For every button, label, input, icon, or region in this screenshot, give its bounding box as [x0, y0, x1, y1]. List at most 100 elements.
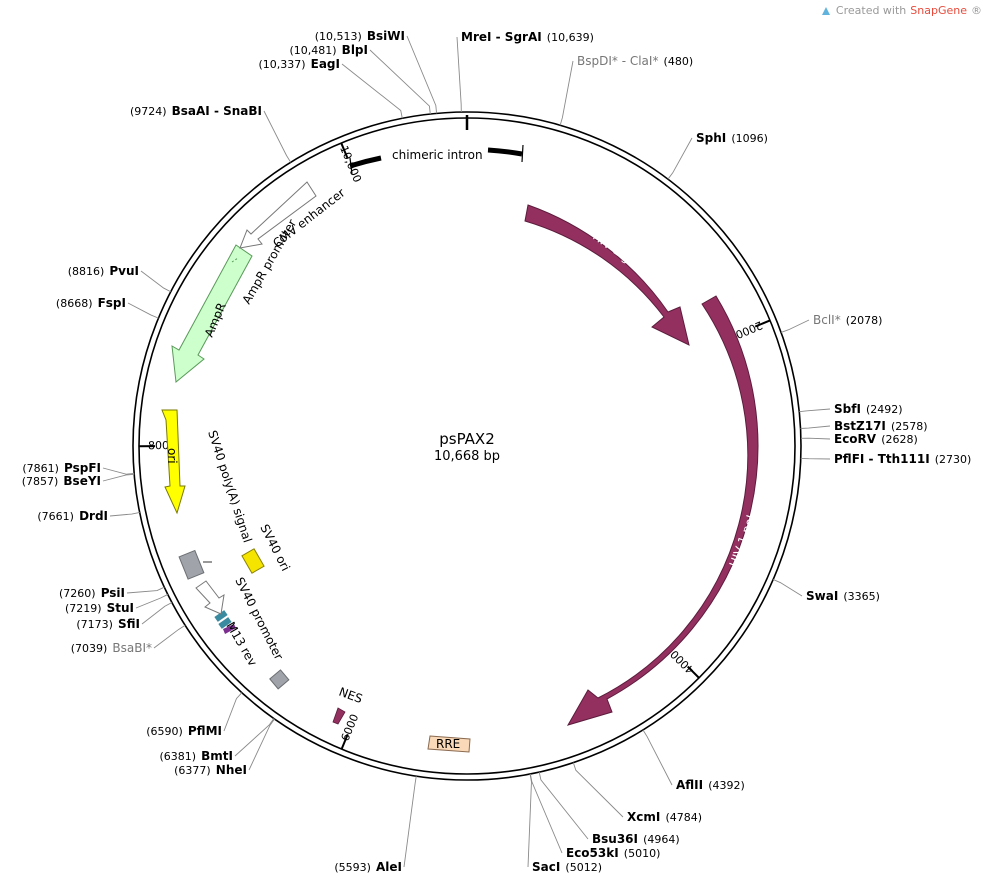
- site-alei[interactable]: (5593) AleI: [334, 856, 402, 875]
- tick-mark: [754, 319, 771, 328]
- site-label: (7219) StuI: [65, 597, 134, 616]
- site-position: (8816): [68, 265, 105, 278]
- site-pflmi[interactable]: (6590) PflMI: [146, 720, 222, 739]
- site-position: (10,337): [258, 58, 305, 71]
- site-bsabi-[interactable]: (7039) BsaBI*: [71, 637, 152, 656]
- feature-hiv1-pol[interactable]: HIV-1 pol: [566, 295, 759, 726]
- site-leader-line: [800, 437, 831, 440]
- site-psii[interactable]: (7260) PsiI: [59, 582, 125, 601]
- site-leader-line: [403, 776, 417, 868]
- site-position: (2730): [935, 453, 972, 466]
- site-label: SbfI (2492): [834, 398, 903, 417]
- site-name: BsaBI*: [112, 641, 152, 655]
- site-name: BsiWI: [367, 29, 405, 43]
- site-nhei[interactable]: (6377) NheI: [174, 759, 247, 778]
- site-position: (6590): [146, 725, 183, 738]
- feature-hiv1-gag[interactable]: HIV-1 gag: [524, 204, 690, 346]
- site-leader-line: [102, 467, 135, 475]
- site-sbfi[interactable]: SbfI (2492): [834, 398, 903, 417]
- site-leader-line: [572, 762, 624, 818]
- site-position: (10,481): [290, 44, 337, 57]
- site-label: EcoRV (2628): [834, 428, 918, 447]
- site-name: FspI: [98, 296, 126, 310]
- site-position: (6377): [174, 764, 211, 777]
- site-ecorv[interactable]: EcoRV (2628): [834, 428, 918, 447]
- site-bsaai-snabi[interactable]: (9724) BsaAI - SnaBI: [130, 100, 262, 119]
- site-label: (10,337) EagI: [258, 53, 340, 72]
- site-bspdi-clai-[interactable]: BspDI* - ClaI* (480): [577, 50, 693, 69]
- site-leader-line: [140, 270, 171, 293]
- site-position: (10,513): [315, 30, 362, 43]
- site-position: (4964): [643, 833, 680, 846]
- site-bsu36i[interactable]: Bsu36I (4964): [592, 828, 680, 847]
- site-drdi[interactable]: (7661) DrdI: [37, 505, 108, 524]
- site-saci[interactable]: SacI (5012): [532, 856, 602, 875]
- site-label: XcmI (4784): [627, 806, 702, 825]
- credit-brand: SnapGene: [910, 4, 967, 17]
- feature-ori[interactable]: ori: [161, 409, 186, 515]
- site-pvui[interactable]: (8816) PvuI: [68, 260, 139, 279]
- site-name: BclI*: [813, 313, 841, 327]
- snapgene-logo-icon: [821, 6, 830, 15]
- site-sphi[interactable]: SphI (1096): [696, 127, 768, 146]
- site-position: (7260): [59, 587, 96, 600]
- site-position: (7219): [65, 602, 102, 615]
- site-position: (7039): [71, 642, 108, 655]
- site-bstz17i[interactable]: BstZ17I (2578): [834, 415, 928, 434]
- site-name: MreI - SgrAI: [461, 30, 542, 44]
- site-leader-line: [127, 302, 159, 319]
- site-name: BseYI: [63, 474, 101, 488]
- site-swai[interactable]: SwaI (3365): [806, 585, 880, 604]
- site-position: (480): [664, 55, 694, 68]
- label-sv40-polya-signal: SV40 poly(A) signal: [205, 429, 255, 545]
- label-nes: NES: [337, 685, 365, 706]
- site-bsiwi[interactable]: (10,513) BsiWI: [315, 25, 405, 44]
- site-position: (1096): [731, 132, 768, 145]
- site-leader-line: [538, 772, 589, 840]
- site-leader-line: [780, 319, 810, 333]
- tick-label: 4000: [668, 647, 697, 676]
- site-bcli-[interactable]: BclI* (2078): [813, 309, 882, 328]
- site-position: (8668): [56, 297, 93, 310]
- feature-unlabeled-gray-box[interactable]: [269, 669, 290, 690]
- site-name: NheI: [216, 763, 247, 777]
- site-leader-line: [126, 586, 165, 594]
- site-leader-line: [341, 63, 403, 119]
- site-label: AflII (4392): [676, 774, 745, 793]
- site-fspi[interactable]: (8668) FspI: [56, 292, 126, 311]
- feature-rre[interactable]: RRE: [427, 735, 471, 753]
- backbone-outer-ring: [132, 111, 802, 781]
- site-label: (6590) PflMI: [146, 720, 222, 739]
- site-sfii[interactable]: (7173) SfiI: [76, 613, 140, 632]
- site-label: BclI* (2078): [813, 309, 882, 328]
- feature-chimeric-intron[interactable]: chimeric intron: [349, 144, 524, 175]
- site-pflfi-tth111i[interactable]: PflFI - Tth111I (2730): [834, 448, 971, 467]
- site-name: BlpI: [342, 43, 368, 57]
- site-name: AflII: [676, 778, 703, 792]
- label-ori: ori: [165, 448, 179, 464]
- site-leader-line: [642, 729, 673, 786]
- site-leader-line: [800, 457, 831, 460]
- site-position: (7173): [76, 618, 113, 631]
- site-name: XcmI: [627, 810, 660, 824]
- site-name: PsiI: [101, 586, 125, 600]
- site-stui[interactable]: (7219) StuI: [65, 597, 134, 616]
- site-aflii[interactable]: AflII (4392): [676, 774, 745, 793]
- site-eco53ki[interactable]: Eco53kI (5010): [566, 842, 660, 861]
- site-pspfi[interactable]: (7861) PspFI: [22, 457, 101, 476]
- restriction-sites: MreI - SgrAI (10,639) BspDI* - ClaI* (480…: [22, 25, 972, 875]
- feature-cmv-enhancer[interactable]: CMV enhancer: [239, 181, 348, 250]
- feature-ampr[interactable]: AmpR: [171, 244, 253, 383]
- site-name: EagI: [311, 57, 340, 71]
- site-name: StuI: [107, 601, 134, 615]
- site-name: Eco53kI: [566, 846, 619, 860]
- site-bmti[interactable]: (6381) BmtI: [159, 745, 233, 764]
- site-blpi[interactable]: (10,481) BlpI: [290, 39, 369, 58]
- site-xcmi[interactable]: XcmI (4784): [627, 806, 702, 825]
- site-bseyi[interactable]: (7857) BseYI: [22, 470, 101, 489]
- site-leader-line: [102, 473, 135, 482]
- site-eagi[interactable]: (10,337) EagI: [258, 53, 340, 72]
- site-mrei-sgrai[interactable]: MreI - SgrAI (10,639): [461, 26, 594, 45]
- site-position: (5012): [565, 861, 602, 874]
